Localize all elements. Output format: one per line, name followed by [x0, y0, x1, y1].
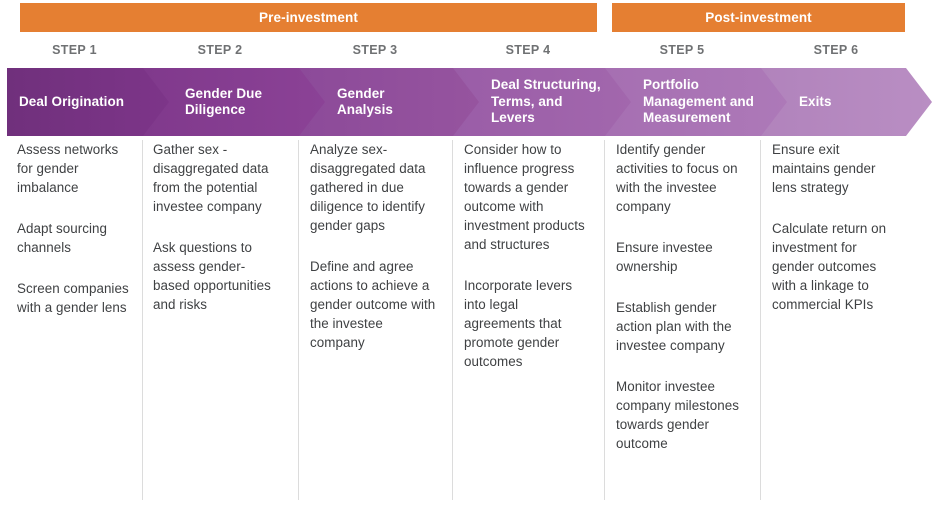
column-divider-1 [142, 140, 143, 500]
chevron-shape [761, 68, 932, 136]
process-chevron-6[interactable]: Exits [761, 68, 932, 136]
step-label-row: STEP 1 STEP 2 STEP 3 STEP 4 STEP 5 STEP 6 [0, 38, 939, 62]
activity-item: Consider how to influence progress towar… [464, 142, 585, 253]
column-divider-4 [604, 140, 605, 500]
activity-item: Monitor investee company milestones towa… [616, 379, 739, 452]
chevron-shape [605, 68, 788, 136]
phase-banner-row: Pre-investment Post-investment [0, 3, 939, 32]
step-label-4: STEP 4 [505, 43, 551, 57]
activity-column-6: Ensure exit maintains gender lens strate… [772, 140, 900, 314]
activity-item: Ensure exit maintains gender lens strate… [772, 142, 876, 196]
activity-column-2: Gather sex -disaggregated data from the … [153, 140, 281, 314]
activity-item: Adapt sourcing channels [17, 221, 108, 256]
step-label-2: STEP 2 [197, 43, 243, 57]
activity-item: Calculate return on investment for gende… [772, 221, 887, 313]
chevron-shape [453, 68, 632, 136]
activity-column-5: Identify gender activities to focus on w… [616, 140, 744, 453]
phase-banner-post-investment: Post-investment [612, 3, 905, 32]
chevron-shape [299, 68, 480, 136]
column-divider-3 [452, 140, 453, 500]
phase-banner-pre-investment: Pre-investment [20, 3, 597, 32]
activity-item: Incorporate levers into legal agreements… [464, 278, 573, 370]
activity-column-4: Consider how to influence progress towar… [464, 140, 592, 371]
phase-banner-label: Pre-investment [259, 9, 358, 25]
column-divider-5 [760, 140, 761, 500]
activity-column-3: Analyze sex-disaggregated data gathered … [310, 140, 438, 352]
chevron-shape [143, 68, 326, 136]
activity-item: Analyze sex-disaggregated data gathered … [310, 142, 426, 234]
activity-item: Identify gender activities to focus on w… [616, 142, 738, 215]
step-label-1: STEP 1 [52, 43, 97, 57]
activity-item: Screen companies with a gender lens [17, 281, 129, 316]
chevron-shape [7, 68, 170, 136]
step-label-3: STEP 3 [352, 43, 398, 57]
activity-item: Define and agree actions to achieve a ge… [310, 259, 436, 351]
step-label-6: STEP 6 [813, 43, 859, 57]
activity-item: Assess networks for gender imbalance [17, 142, 119, 196]
activity-item: Ask questions to assess gender-based opp… [153, 240, 271, 313]
activity-item: Ensure investee ownership [616, 240, 713, 275]
step-label-5: STEP 5 [659, 43, 705, 57]
phase-banner-label: Post-investment [705, 9, 812, 25]
column-divider-2 [298, 140, 299, 500]
activity-item: Establish gender action plan with the in… [616, 300, 732, 354]
activity-item: Gather sex -disaggregated data from the … [153, 142, 269, 215]
